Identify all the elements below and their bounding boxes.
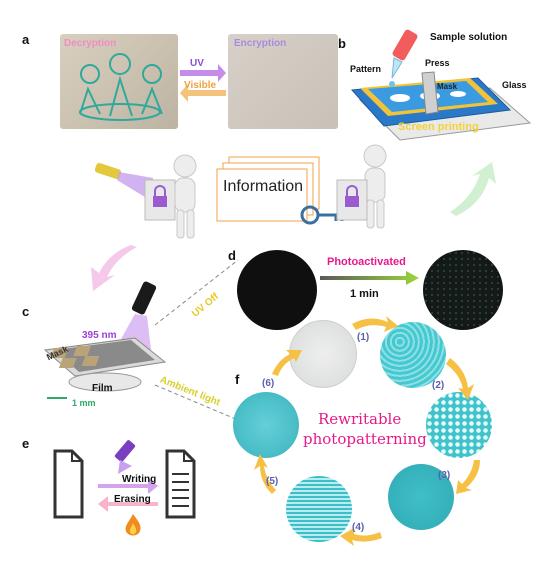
decryption-pattern [79,53,163,121]
activated-dot-pattern [423,250,503,330]
cycle-arrows [254,316,480,546]
right-figure-with-lock [336,144,387,229]
step-label-1: (1) [357,332,370,343]
time-label: 1 min [350,288,379,300]
press-label: Press [425,58,450,68]
panel-label-e: e [22,436,30,451]
writing-erasing-arrows [98,440,158,512]
rewritable-title-line2: photopatterning [303,430,427,448]
panel-label-d: d [228,248,236,263]
flame-icon [125,514,141,536]
uv-visible-arrows [180,64,226,102]
dark-film-activated [423,250,503,330]
state-erased-film [233,392,299,458]
visible-label: Visible [184,80,217,91]
state-uniform-film [388,464,454,530]
state-dot-pattern-1 [380,322,446,388]
left-figure-with-flashlight [95,154,197,239]
blank-document-icon [53,449,84,519]
panel-label-f: f [235,372,240,387]
written-document-icon [165,449,196,519]
dashed-connectors [154,259,239,421]
wavelength-label: 395 nm [82,330,117,341]
state-stripe-pattern [286,476,352,542]
screen-printing-label: Screen printing [398,121,479,133]
scale-bar-label: 1 mm [72,398,96,408]
information-sheets [216,156,320,222]
step-label-3: (3) [438,470,451,481]
step-label-4: (4) [352,522,365,533]
panel-label-a: a [22,32,30,47]
decryption-title: Decryption [64,38,117,49]
encryption-title: Encryption [234,38,287,49]
photoactivated-arrow [320,271,419,285]
step-label-6: (6) [262,378,275,389]
glass-label: Glass [502,80,527,90]
rewritable-title-line1: Rewritable [318,410,402,428]
pattern-label: Pattern [350,64,382,74]
sample-solution-label: Sample solution [430,32,508,43]
green-curved-arrow [450,162,496,216]
information-label: Information [223,178,304,195]
dark-film-before [237,250,317,330]
uv-exposure-setup [43,281,167,399]
writing-label: Writing [122,474,157,485]
photoactivated-label: Photoactivated [327,256,406,268]
pink-curved-arrow [91,245,137,291]
uv-label: UV [190,58,204,69]
decryption-photo: Decryption [60,34,178,129]
screen-printing-illustration [350,29,532,141]
state-hex-pattern [426,392,492,458]
panel-label-c: c [22,304,30,319]
mask-label-b: Mask [437,82,458,91]
step-label-2: (2) [432,380,445,391]
erasing-label: Erasing [114,494,151,505]
panel-label-b: b [338,36,346,51]
film-label: Film [92,383,113,394]
step-label-5: (5) [266,476,279,487]
encryption-photo: Encryption [228,34,338,129]
state-blank-film [289,320,357,388]
